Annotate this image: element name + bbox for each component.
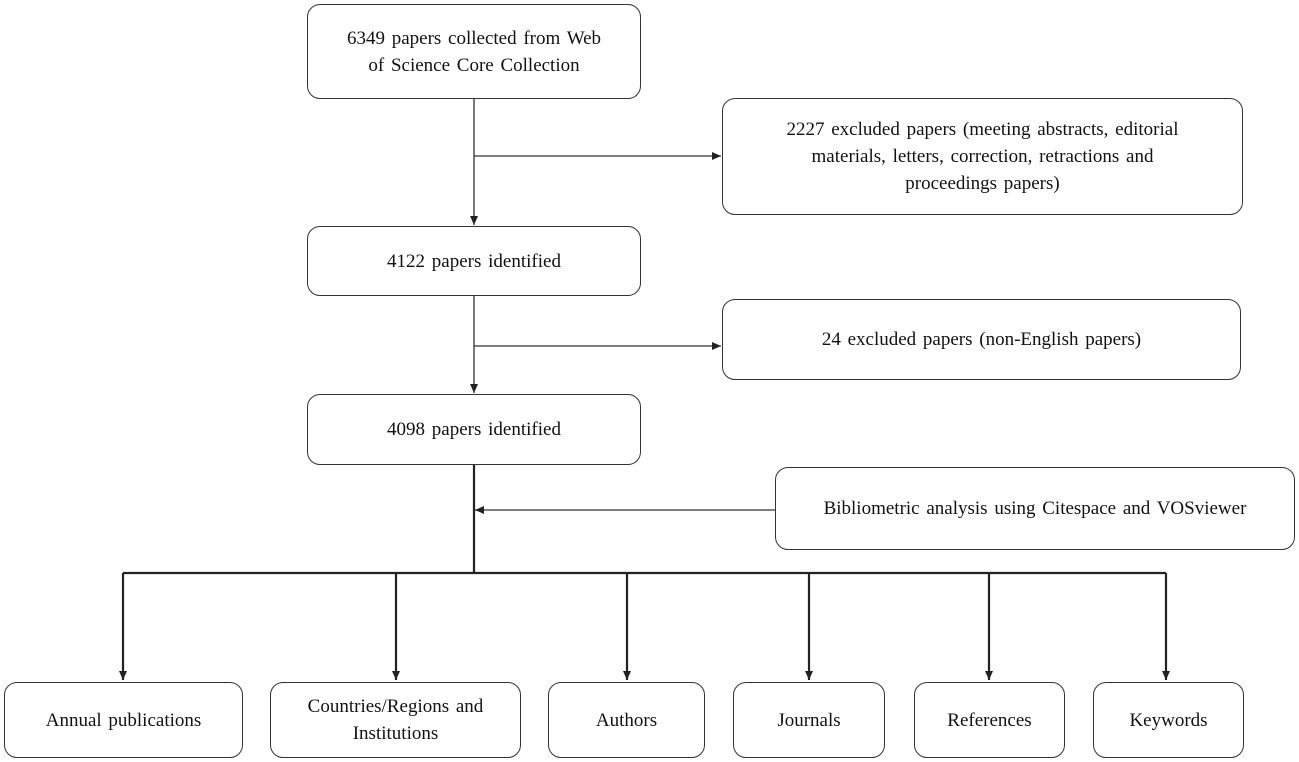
keywords-label: Keywords (1129, 709, 1208, 731)
excluded-papers-box-first: 2227 excluded papers (meeting abstracts,… (722, 98, 1243, 215)
excluded-papers-box-second: 24 excluded papers (non-English papers) (722, 299, 1241, 380)
excluded-first-line-1: 2227 excluded papers (meeting abstracts,… (786, 119, 1179, 140)
identified-papers-box-first: 4122 papers identified (307, 226, 641, 296)
excluded-second-label: 24 excluded papers (non-English papers) (821, 329, 1142, 350)
analysis-label: Bibliometric analysis using Citespace an… (823, 498, 1247, 519)
collected-line-1: 6349 papers collected from Web (346, 27, 602, 49)
collected-papers-box: 6349 papers collected from Web of Scienc… (307, 4, 641, 99)
output-annual-publications-box: Annual publications (4, 682, 243, 758)
journals-label: Journals (777, 709, 841, 731)
identified-second-label: 4098 papers identified (387, 419, 561, 440)
authors-label: Authors (595, 709, 658, 731)
collected-line-2: of Science Core Collection (368, 54, 580, 76)
output-references-box: References (914, 682, 1065, 758)
bibliometric-analysis-box: Bibliometric analysis using Citespace an… (775, 467, 1295, 550)
references-label: References (947, 709, 1032, 731)
identified-papers-box-second: 4098 papers identified (307, 394, 641, 465)
countries-line-1: Countries/Regions and (307, 696, 484, 717)
excluded-first-line-3: proceedings papers) (905, 173, 1060, 194)
output-countries-institutions-box: Countries/Regions and Institutions (270, 682, 521, 758)
annual-label: Annual publications (45, 709, 202, 731)
excluded-first-line-2: materials, letters, correction, retracti… (811, 146, 1154, 167)
countries-line-2: Institutions (352, 723, 439, 744)
identified-first-label: 4122 papers identified (387, 250, 561, 272)
output-journals-box: Journals (733, 682, 885, 758)
output-keywords-box: Keywords (1093, 682, 1244, 758)
output-authors-box: Authors (548, 682, 705, 758)
